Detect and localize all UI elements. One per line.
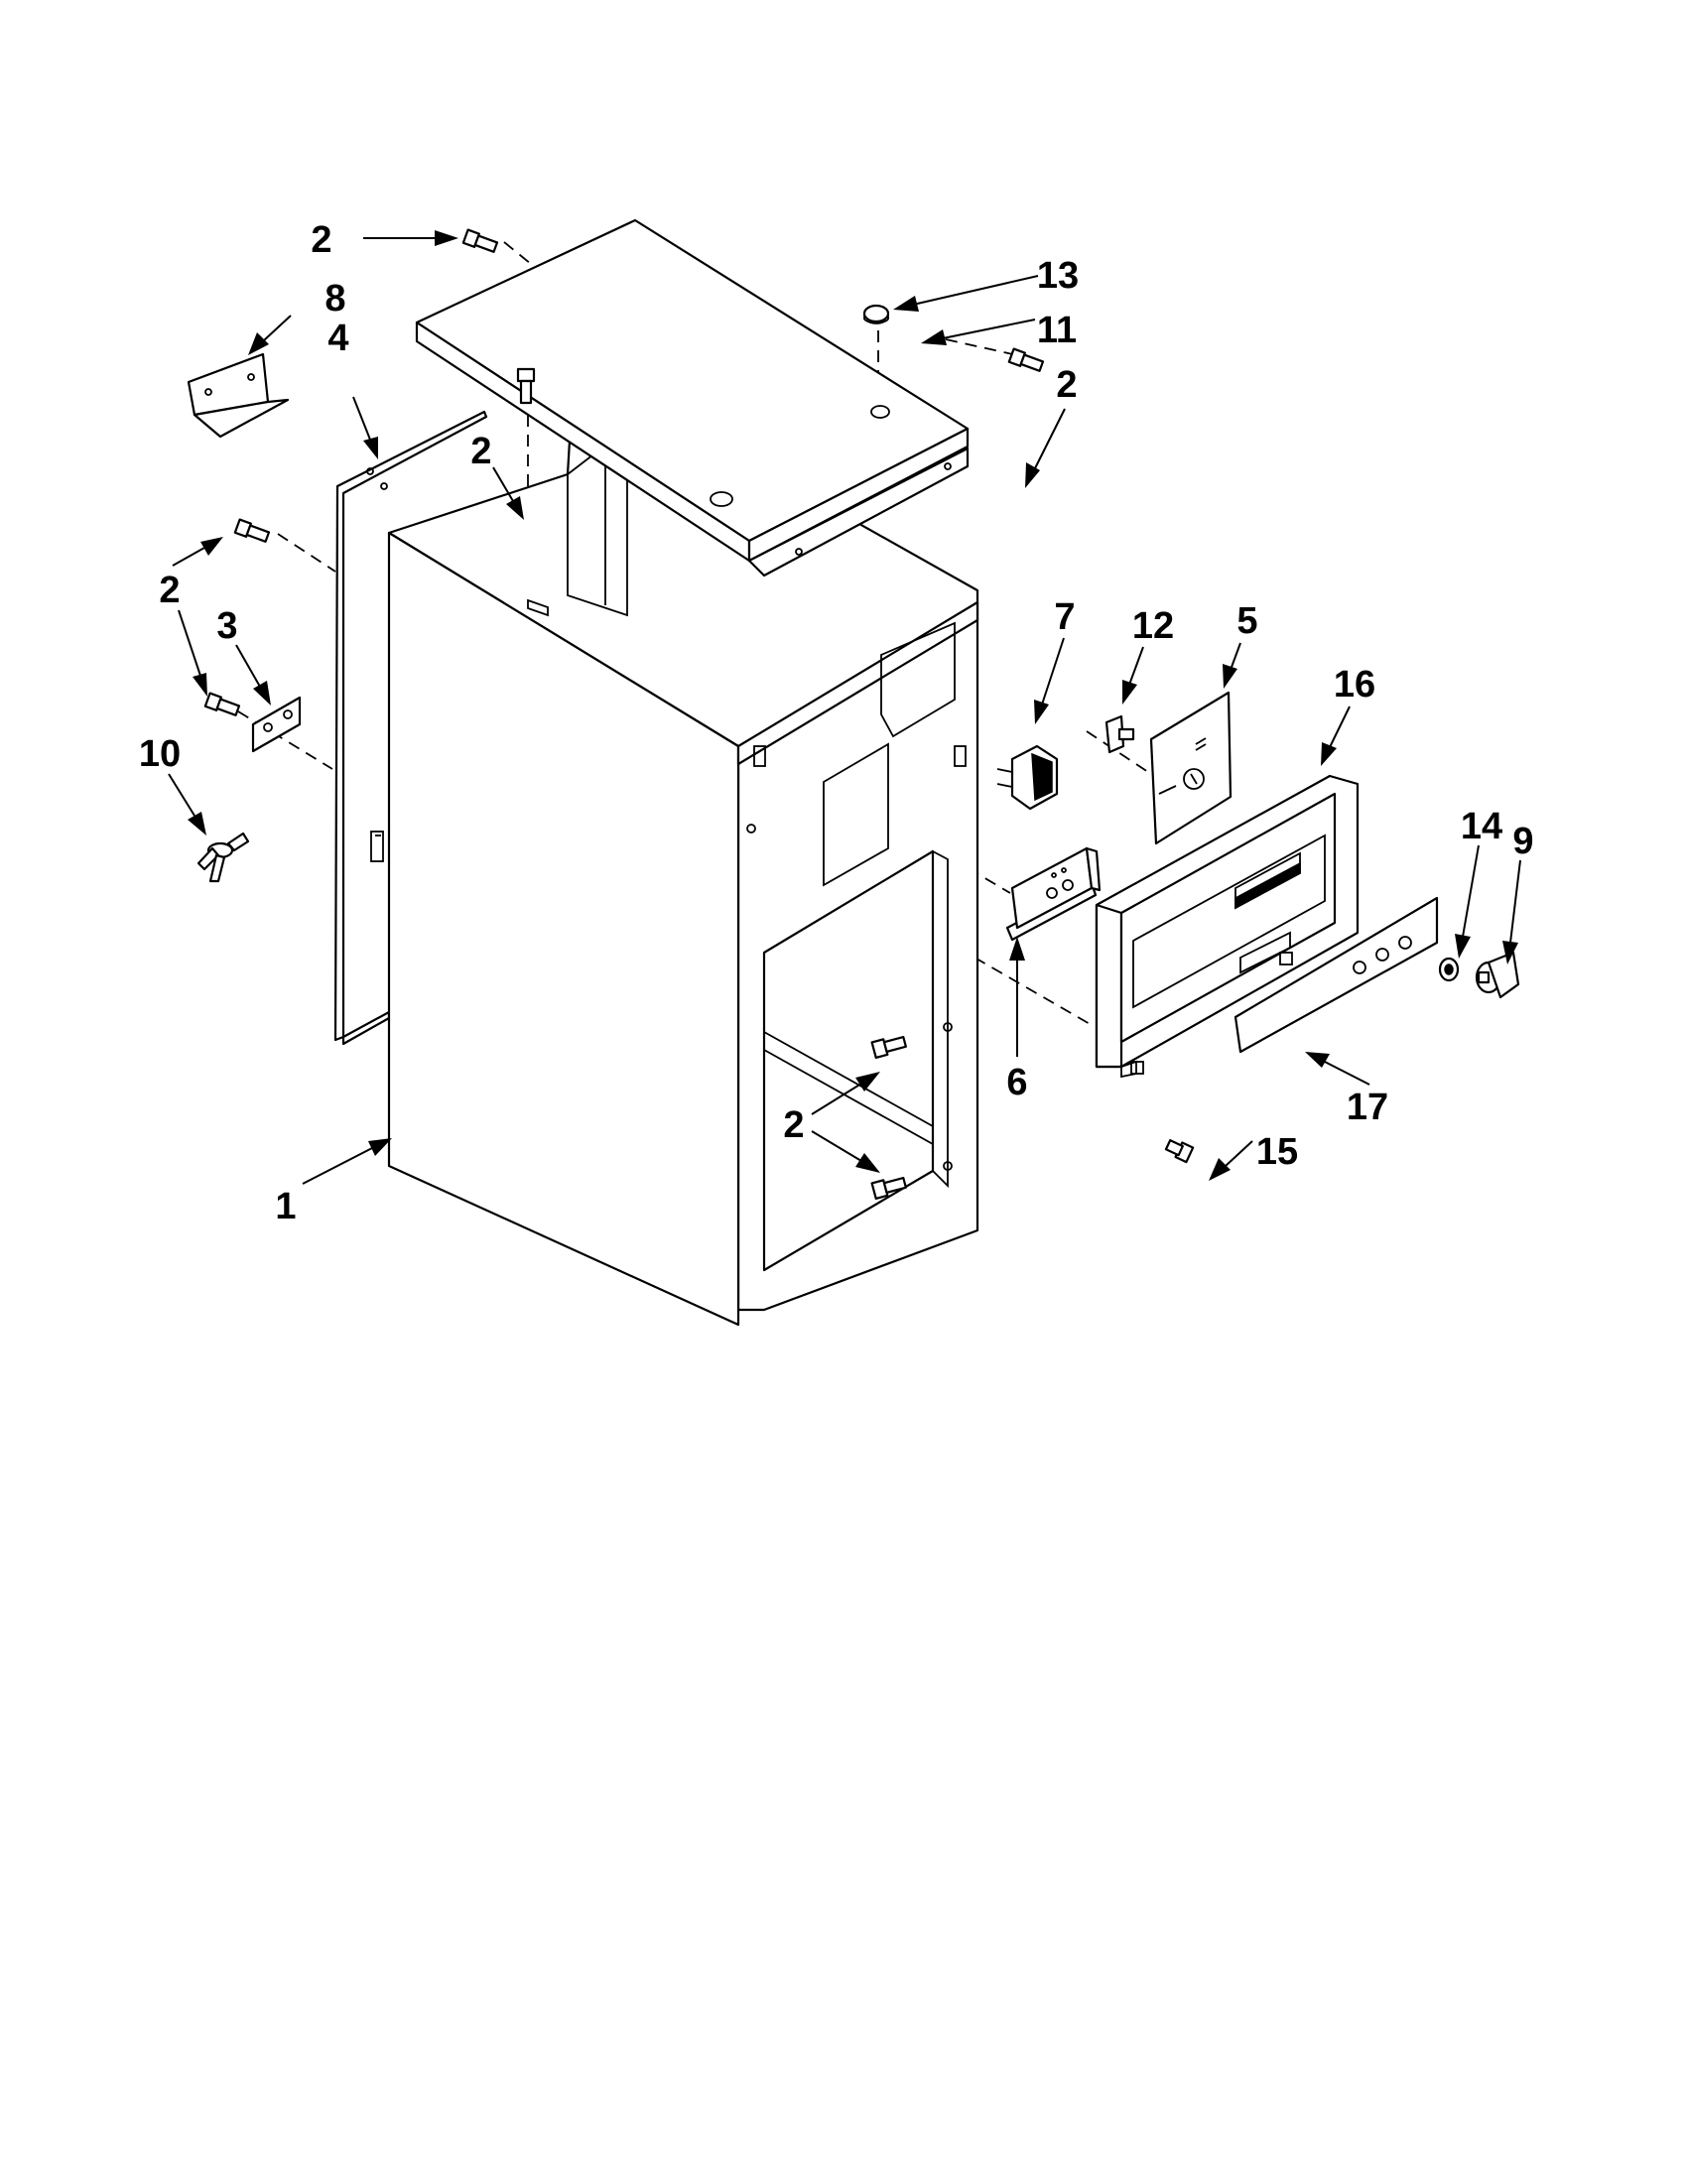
control-module [1005,846,1102,942]
leader-lines [168,230,1521,1185]
callout-2: 2 [470,431,491,472]
wing-nut [196,832,250,883]
screw-top [461,228,499,253]
callout-4: 4 [327,318,348,359]
callout-labels: 2 13 8 11 4 2 2 2 3 7 12 5 16 10 14 9 6 … [139,219,1534,1227]
callout-7: 7 [1054,596,1075,638]
callout-14: 14 [1461,806,1502,847]
rocker-switch [996,744,1059,811]
callout-1: 1 [275,1186,296,1227]
knob [1475,951,1520,999]
callout-2: 2 [159,570,180,611]
dispenser-housing [1095,774,1360,1079]
callout-8: 8 [325,278,345,320]
bracket [187,352,290,439]
screws [203,228,1045,1201]
callout-2: 2 [783,1104,804,1146]
screw-side-lower [203,692,241,716]
screw-vertical [516,367,536,405]
screw-top-right [1007,347,1045,372]
callout-2: 2 [311,219,331,261]
callout-17: 17 [1347,1087,1388,1128]
top-cover [415,218,970,578]
small-switch [1104,714,1135,754]
screw-bottom [1164,1139,1195,1164]
plate [251,696,302,753]
callout-12: 12 [1132,605,1174,647]
callout-6: 6 [1006,1062,1027,1103]
screw-front-lower [870,1176,907,1201]
callout-13: 13 [1037,255,1079,297]
callout-2: 2 [1056,364,1077,406]
callout-15: 15 [1256,1131,1298,1173]
callout-11: 11 [1037,310,1077,351]
callout-9: 9 [1512,821,1533,862]
screw-front-upper [870,1035,907,1060]
callout-16: 16 [1334,664,1375,706]
cabinet [387,390,979,1327]
callout-10: 10 [139,733,181,775]
bushing [1438,957,1460,982]
screw-side-upper [233,518,271,543]
overlay-label [1234,896,1439,1054]
plug [862,304,890,324]
callout-3: 3 [216,605,237,647]
label-plate [1149,691,1233,845]
side-panel [333,410,488,1046]
callout-5: 5 [1236,600,1257,642]
